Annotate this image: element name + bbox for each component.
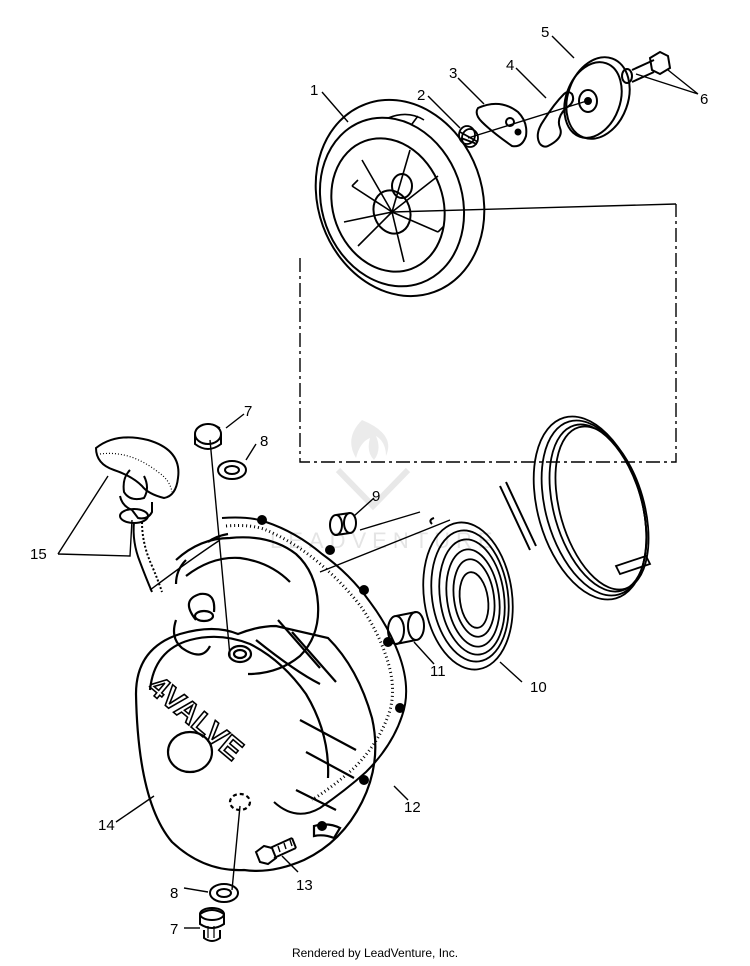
footer-credit: Rendered by LeadVenture, Inc. — [291, 946, 459, 960]
part-10-recoil-spring — [422, 481, 537, 671]
part-7-plug-top — [194, 423, 222, 450]
callout-5: 5 — [541, 24, 549, 41]
callout-labels: 1 2 3 4 5 6 7 8 9 15 11 10 12 14 13 8 7 — [30, 24, 708, 938]
part-3-pawl — [475, 102, 528, 148]
callout-13: 13 — [296, 877, 313, 894]
callout-15: 15 — [30, 546, 47, 563]
callout-12: 12 — [404, 799, 421, 816]
assembly-lines — [149, 99, 677, 891]
callout-9: 9 — [372, 488, 380, 505]
part-8-washer-top — [217, 460, 247, 480]
callout-leaders — [57, 35, 699, 929]
callout-2: 2 — [417, 87, 425, 104]
callout-7-top: 7 — [244, 403, 252, 420]
callout-11: 11 — [430, 663, 446, 680]
callout-3: 3 — [449, 65, 457, 82]
callout-6: 6 — [700, 91, 708, 108]
callout-7-bottom: 7 — [170, 921, 178, 938]
part-15-handle — [94, 436, 180, 593]
callout-14: 14 — [98, 817, 115, 834]
callout-4: 4 — [506, 57, 514, 74]
callout-10: 10 — [530, 679, 547, 696]
watermark: LEADVENTURE — [270, 420, 493, 553]
part-14-cover — [134, 532, 377, 872]
part-4-clip — [536, 91, 575, 148]
callout-8-top: 8 — [260, 433, 268, 450]
part-8-washer-bottom — [209, 883, 239, 903]
part-13-bolt — [254, 837, 297, 866]
part-6-bolt — [621, 50, 672, 84]
cover-embossed-text: 4VALVE — [142, 670, 249, 767]
part-7-plug-bottom — [199, 907, 225, 942]
part-1-pulley — [314, 98, 486, 298]
spring-housing — [532, 415, 652, 601]
callout-1: 1 — [310, 82, 318, 99]
part-5-plate — [563, 56, 631, 140]
callout-8-bottom: 8 — [170, 885, 178, 902]
part-12-gasket — [221, 515, 408, 831]
part-9-bushing — [329, 512, 357, 536]
